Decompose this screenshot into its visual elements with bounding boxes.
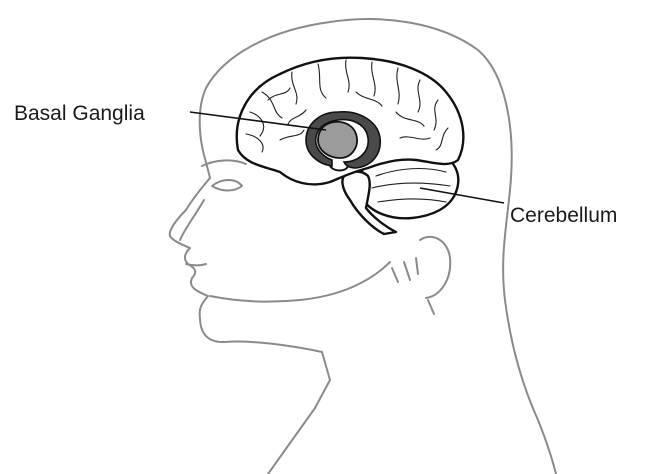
basal-ganglia-label: Basal Ganglia xyxy=(14,102,145,125)
basal-ganglia-nucleus xyxy=(318,122,357,158)
eye xyxy=(212,180,242,191)
eyebrow xyxy=(202,160,246,166)
ear-outline xyxy=(420,237,450,298)
mouth xyxy=(186,264,206,266)
nose xyxy=(180,200,204,240)
neck-strokes xyxy=(392,258,434,314)
jaw-line xyxy=(210,262,390,302)
cerebellum-label: Cerebellum xyxy=(510,204,617,227)
